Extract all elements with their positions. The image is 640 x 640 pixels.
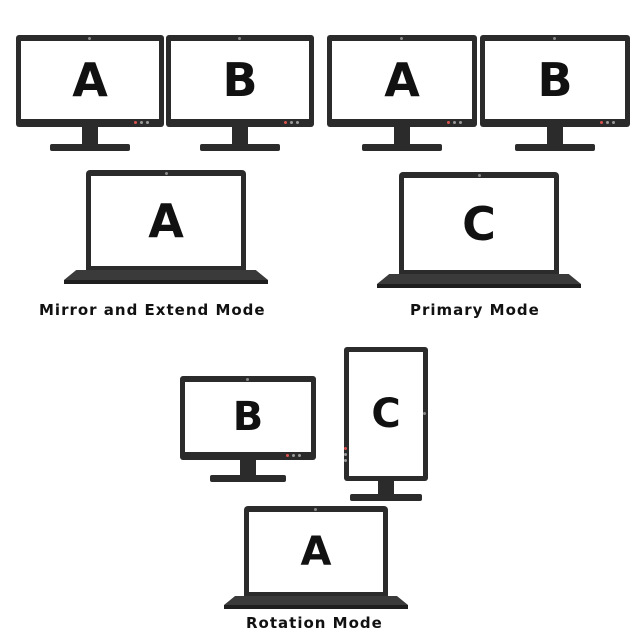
laptop-label: C [462, 197, 496, 251]
monitor-b-landscape: B [180, 376, 316, 484]
monitor-label: A [384, 53, 420, 107]
laptop-a: A [224, 506, 408, 610]
monitor-b: B [480, 35, 630, 153]
monitor-c-portrait: C [344, 347, 428, 503]
monitor-label: A [72, 53, 108, 107]
laptop-c: C [377, 172, 581, 290]
monitor-b: B [166, 35, 314, 153]
monitor-label: C [371, 391, 401, 437]
mirror-extend-caption: Mirror and Extend Mode [39, 301, 266, 319]
laptop-a: A [64, 170, 268, 286]
monitor-a: A [16, 35, 164, 153]
primary-caption: Primary Mode [410, 301, 540, 319]
laptop-label: A [300, 529, 332, 575]
rotation-caption: Rotation Mode [246, 614, 383, 632]
monitor-label: B [222, 53, 258, 107]
monitor-label: B [232, 394, 264, 440]
monitor-label: B [537, 53, 573, 107]
monitor-a: A [327, 35, 477, 153]
laptop-label: A [148, 194, 184, 248]
